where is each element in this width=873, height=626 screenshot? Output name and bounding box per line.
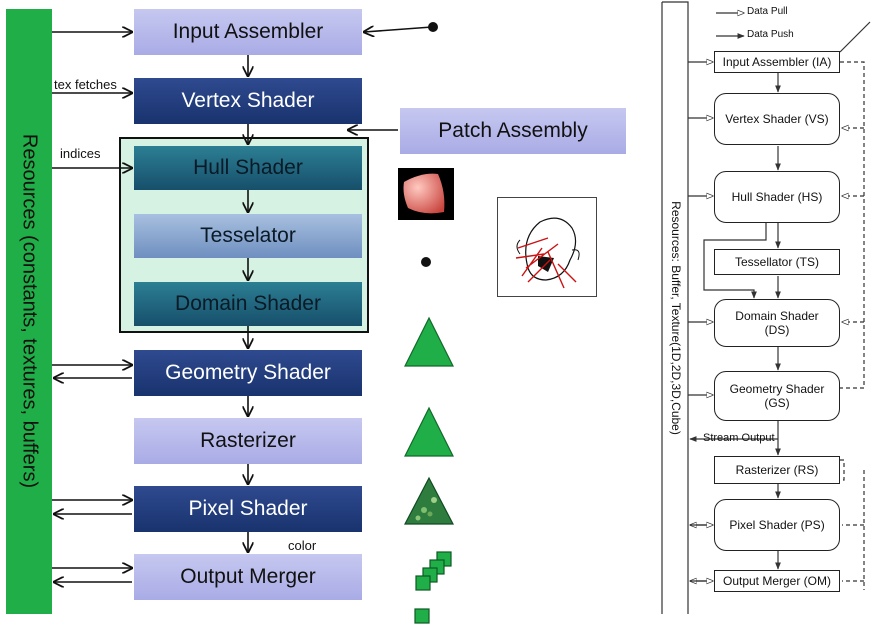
ds-box: Domain Shader (DS) <box>714 299 840 347</box>
ps-box: Pixel Shader (PS) <box>714 499 840 551</box>
legend-pull-label: Data Pull <box>747 6 788 17</box>
triangle-icon <box>404 406 454 457</box>
geometry-shader-stage: Geometry Shader <box>134 350 362 396</box>
patch-surface-image <box>398 168 454 220</box>
surface-patch-icon <box>403 173 445 214</box>
vertex-dot <box>428 22 438 32</box>
tex-fetches-label: tex fetches <box>54 77 117 92</box>
vs-box: Vertex Shader (VS) <box>714 93 840 145</box>
tessellated-head-icon <box>515 217 580 289</box>
tesselator-stage: Tesselator <box>134 214 362 258</box>
rs-box: Rasterizer (RS) <box>714 456 840 484</box>
ts-box: Tessellator (TS) <box>714 249 840 275</box>
resources-bar <box>6 9 52 614</box>
hs-box: Hull Shader (HS) <box>714 171 840 223</box>
ia-box: Input Assembler (IA) <box>714 51 840 73</box>
textured-triangle-icon <box>404 476 454 525</box>
rasterizer-stage: Rasterizer <box>134 418 362 464</box>
legend-push-label: Data Push <box>747 29 794 40</box>
indices-label: indices <box>60 146 101 161</box>
patch-assembly-box: Patch Assembly <box>400 108 626 154</box>
fragments-icon <box>414 551 452 624</box>
point-dot <box>421 257 431 267</box>
vertex-shader-stage: Vertex Shader <box>134 78 362 124</box>
stream-output-label: Stream Output <box>703 432 775 444</box>
tessellated-head-image <box>497 197 597 297</box>
right-resources-label: Resources: Buffer, Texture(1D,2D,3D,Cube… <box>669 201 683 435</box>
hull-shader-stage: Hull Shader <box>134 146 362 190</box>
triangle-icon <box>404 316 454 367</box>
input-assembler-stage: Input Assembler <box>134 9 362 55</box>
domain-shader-stage: Domain Shader <box>134 282 362 326</box>
gs-box: Geometry Shader (GS) <box>714 371 840 421</box>
color-label: color <box>288 538 317 553</box>
pixel-shader-stage: Pixel Shader <box>134 486 362 532</box>
output-merger-stage: Output Merger <box>134 554 362 600</box>
om-box: Output Merger (OM) <box>714 570 840 592</box>
